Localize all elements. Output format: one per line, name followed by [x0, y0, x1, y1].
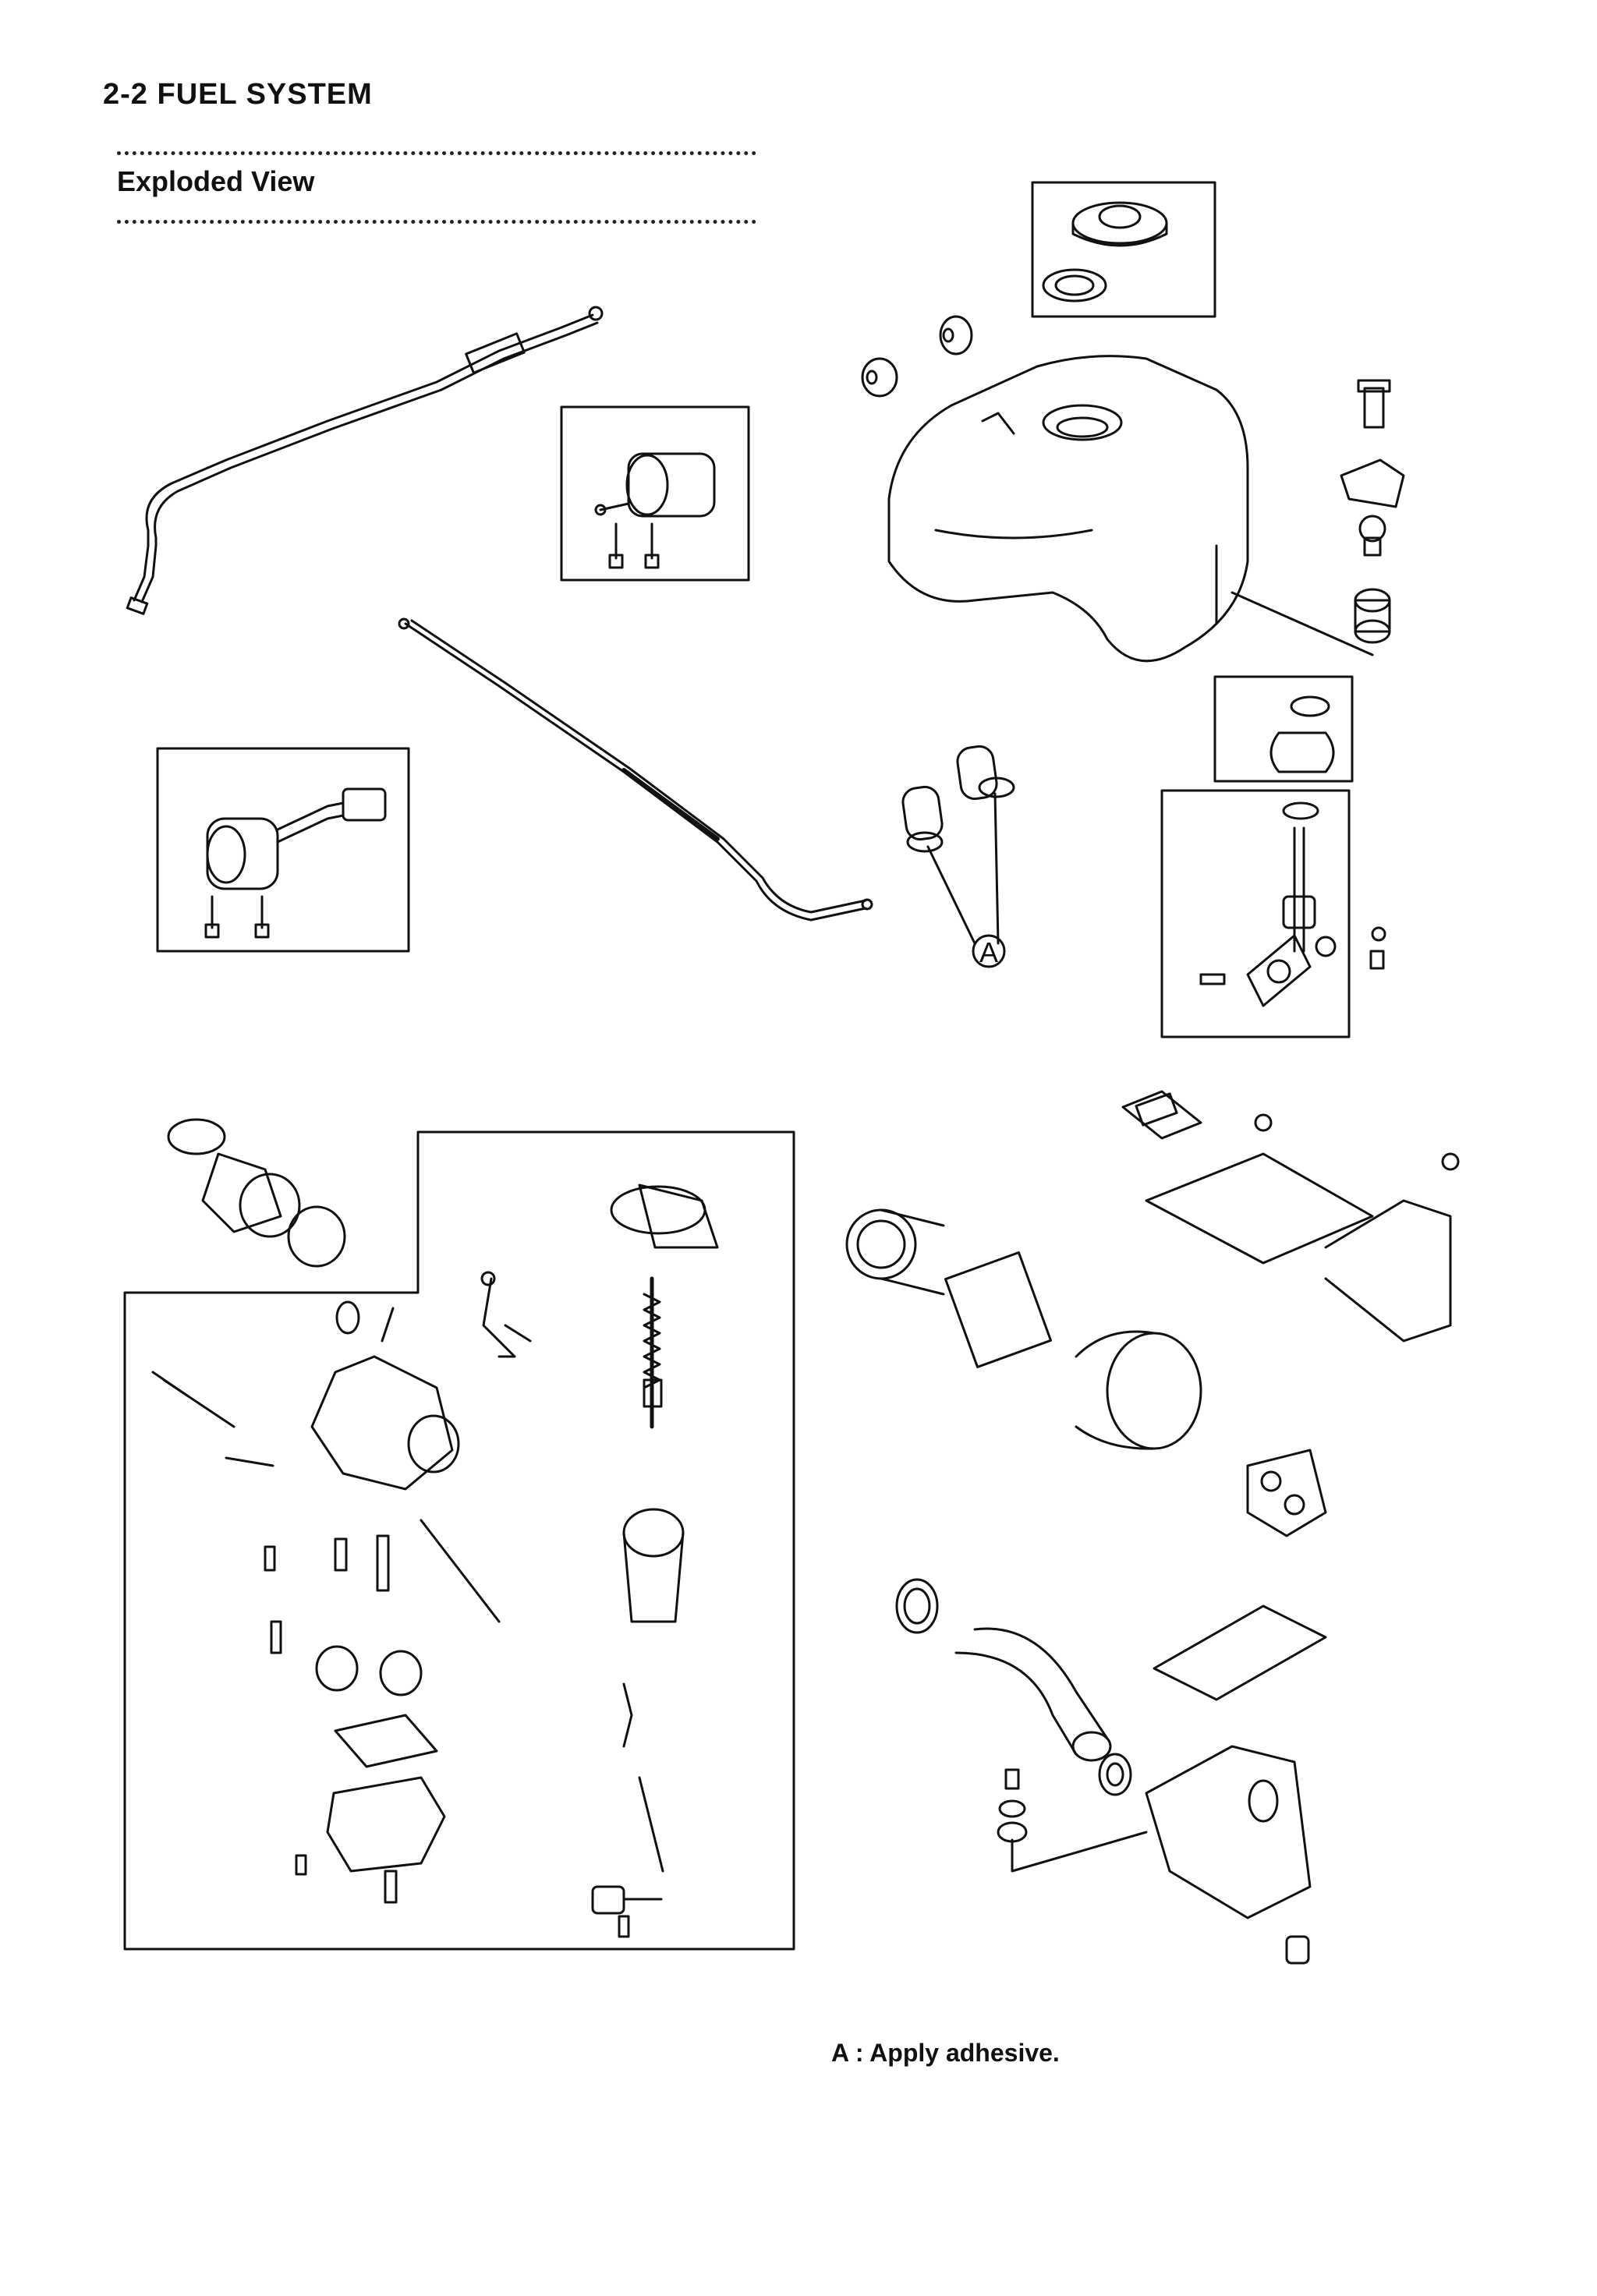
handlebar-switch-box — [156, 747, 410, 953]
fuel-tap-box — [1160, 789, 1386, 1038]
fuel-tank — [887, 355, 1374, 663]
throttle-cable — [126, 306, 604, 615]
rubber-caps — [861, 315, 973, 398]
air-cleaner-assembly — [845, 1090, 1460, 1537]
adhesive-hoses: A — [901, 745, 1015, 968]
title-rule-bottom — [117, 220, 756, 224]
intake-duct — [895, 1578, 1132, 1796]
page-title: 2-2 FUEL SYSTEM — [103, 78, 373, 111]
fuel-cap-box — [1031, 181, 1216, 318]
carburetor-box — [123, 1118, 795, 1951]
tank-mount-hardware — [1340, 379, 1405, 644]
fuel-filter-box — [1213, 675, 1354, 783]
callout-a-marker — [972, 934, 1006, 968]
throttle-housing-box — [560, 405, 750, 582]
section-title: Exploded View — [117, 165, 315, 197]
title-rule-top — [117, 151, 756, 155]
air-cleaner-case — [997, 1604, 1327, 1965]
choke-cable — [398, 617, 873, 922]
legend-note: A : Apply adhesive. — [831, 2039, 1060, 2067]
callout-a-label: A — [979, 936, 998, 968]
